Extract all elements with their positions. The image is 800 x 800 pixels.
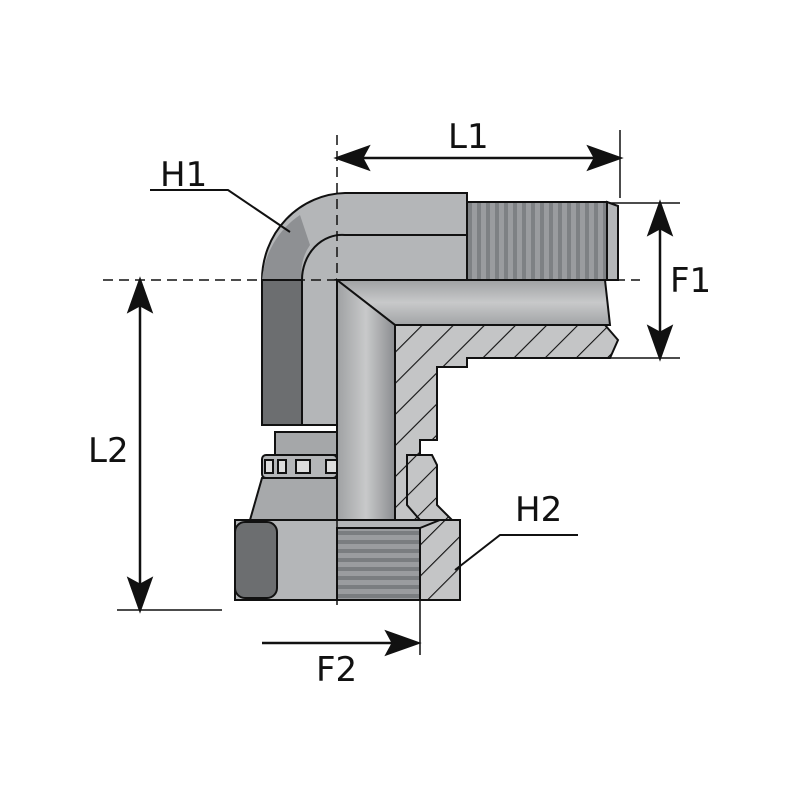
dimension-lines (103, 130, 680, 655)
label-l1: L1 (448, 117, 489, 157)
dimension-arrows (126, 144, 674, 657)
hex-nut (234, 519, 461, 601)
label-h1: H1 (160, 155, 207, 195)
swivel-collar (248, 431, 455, 521)
elbow-body (261, 192, 468, 426)
male-thread (466, 200, 619, 281)
label-f1: F1 (670, 261, 711, 301)
label-h2: H2 (515, 490, 562, 530)
label-f2: F2 (316, 650, 357, 690)
label-l2: L2 (88, 431, 129, 471)
vertical-bore (336, 277, 396, 529)
